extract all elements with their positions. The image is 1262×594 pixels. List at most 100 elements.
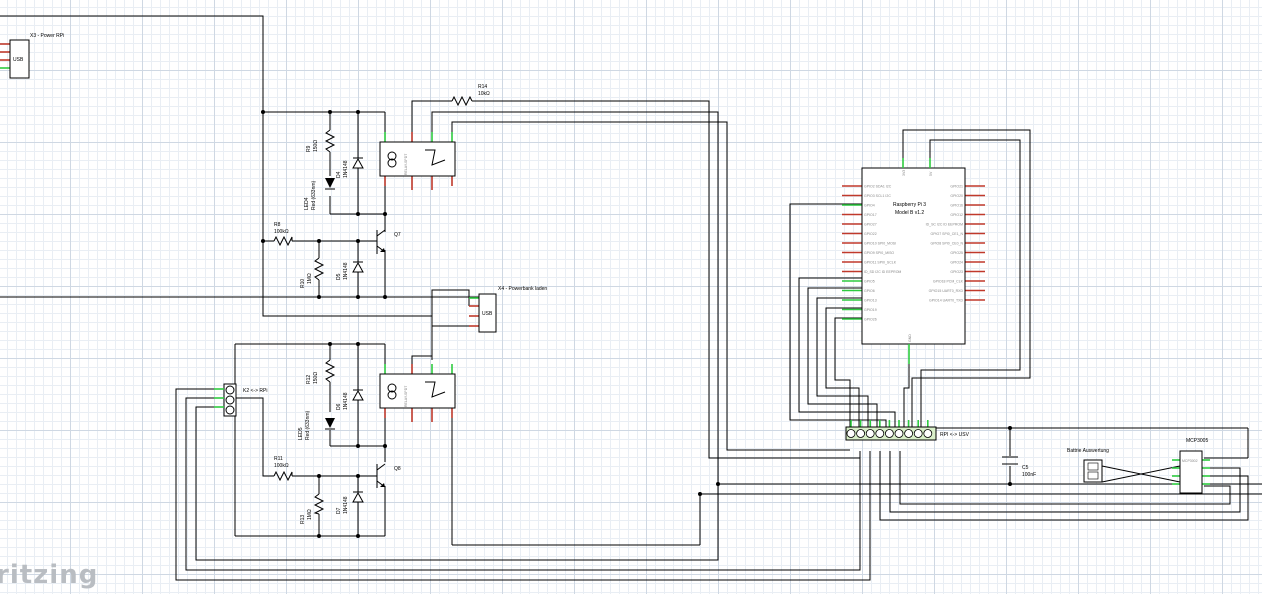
k2-connector[interactable]: K2 <-> RPi xyxy=(214,383,267,417)
rpi-left-pin-label: GPIO3 SCL1 I2C xyxy=(864,194,891,198)
r12-value: 150Ω xyxy=(313,372,319,384)
header-pin-hole xyxy=(885,429,894,438)
r12-name: R12 xyxy=(306,375,312,384)
relay-upper-label: RELAY-SPDT xyxy=(404,153,408,175)
rpi-left-pin-label: GPIO5 xyxy=(864,279,875,283)
rpi-left-pin-label: GPIO4 xyxy=(864,203,875,207)
r14-name: R14 xyxy=(478,84,487,90)
led4-value: Red (633nm) xyxy=(311,180,317,210)
rpi-title: Raspberry Pi 3 xyxy=(893,202,926,208)
q8-transistor[interactable]: Q8 xyxy=(372,463,401,488)
r9-value: 150Ω xyxy=(313,140,319,152)
x3-power-rpi[interactable]: USB X3 - Power RPi xyxy=(0,33,64,79)
d5-name: D5 xyxy=(336,273,342,280)
header-pin-hole xyxy=(865,429,875,438)
header-pin-hole xyxy=(894,429,904,438)
rpi-right-pin-label: GPIO8 SPI0_CE0_N xyxy=(931,241,964,245)
header-pin-hole xyxy=(923,429,933,438)
relay-lower-label: RELAY-SPDT xyxy=(404,385,408,407)
r10-resistor[interactable]: R10 1MΩ xyxy=(300,257,325,288)
header-pin-hole xyxy=(846,429,856,438)
d6-diode[interactable]: D6 1N4148 xyxy=(336,389,364,410)
battery-label: Battrie Auswertung xyxy=(1067,448,1109,454)
q7-transistor[interactable]: Q7 xyxy=(372,229,401,254)
rpi-right-pin-label: GPIO23 xyxy=(950,270,963,274)
r9-resistor[interactable]: R9 150Ω xyxy=(306,129,336,153)
rpi-right-pin-label: GPIO24 xyxy=(950,260,963,264)
r10-value: 1MΩ xyxy=(307,273,313,284)
k2-label: K2 <-> RPi xyxy=(243,388,267,394)
rpi-right-pin-label: GPIO20 xyxy=(950,194,963,198)
d6-value: 1N4148 xyxy=(343,392,349,410)
rpi-left-pin-label: GPIO6 xyxy=(864,289,875,293)
r13-value: 1MΩ xyxy=(307,509,313,520)
r13-resistor[interactable]: R13 1MΩ xyxy=(300,493,325,524)
q7-name: Q7 xyxy=(394,232,401,238)
rpi-right-pin-label: GPIO7 SPI0_CE1_N xyxy=(931,232,964,236)
d4-diode[interactable]: D4 1N4148 xyxy=(336,157,364,178)
raspberry-pi[interactable]: 3V3 5V GND Raspberry Pi 3 Model B v1.2 G… xyxy=(842,158,985,364)
x4-powerbank[interactable]: USB X4 - Powerbank laden xyxy=(469,286,547,333)
rpi-right-pin-label: GPIO21 xyxy=(950,184,963,188)
d6-name: D6 xyxy=(336,403,342,410)
led4-name: LED4 xyxy=(304,197,310,210)
rpi-left-pin-label: GPIO17 xyxy=(864,213,877,217)
rpi-left-pin-label: GPIO26 xyxy=(864,317,877,321)
d7-value: 1N4148 xyxy=(343,496,349,514)
r14-value: 10kΩ xyxy=(478,91,490,97)
led5-name: LED5 xyxy=(298,427,304,440)
rpi-usv-header[interactable]: RPI <-> USV xyxy=(845,420,970,441)
rpi-right-pin-label: GPIO12 xyxy=(950,213,963,217)
c5-name: C5 xyxy=(1022,465,1029,471)
rpi-left-pin-label: GPIO22 xyxy=(864,232,877,236)
rpi-right-pin-label: GPIO14 UART0_TXD xyxy=(929,298,963,302)
rpi-right-pin-label: GPIO25 xyxy=(950,251,963,255)
x3-label: X3 - Power RPi xyxy=(30,33,64,39)
c5-value: 100nF xyxy=(1022,472,1036,478)
rpi-left-pin-label: GPIO19 xyxy=(864,308,877,312)
mcp3005-chip[interactable]: MCP3002 MCP3005 xyxy=(1172,438,1210,494)
fritzing-watermark: ritzing xyxy=(0,560,99,590)
rpi-left-pin-label: GPIO11 SPI0_SCLK xyxy=(864,260,897,264)
relay-upper[interactable]: RELAY-SPDT xyxy=(379,132,456,190)
r8-value: 100kΩ xyxy=(274,229,289,235)
rpi-left-pin-label: ID_SD I2C ID EEPROM xyxy=(864,270,901,274)
r11-name: R11 xyxy=(274,456,283,462)
header-pin-hole xyxy=(856,429,865,438)
header-pin-hole xyxy=(904,429,913,438)
rpi-left-pin-label: GPIO27 xyxy=(864,222,877,226)
led5-value: Red (633nm) xyxy=(305,410,311,440)
r12-resistor[interactable]: R12 150Ω xyxy=(306,359,336,384)
d5-diode[interactable]: D5 1N4148 xyxy=(336,261,364,280)
led5[interactable]: LED5 Red (633nm) xyxy=(298,410,335,440)
mcp-chip-label: MCP3002 xyxy=(1182,459,1198,463)
d4-value: 1N4148 xyxy=(343,160,349,178)
header-pin-hole xyxy=(875,429,885,438)
r11-resistor[interactable]: R11 100kΩ xyxy=(273,456,293,482)
rpi-right-pin-label: GPIO18 PCM_CLK xyxy=(933,279,964,283)
x4-usb-label: USB xyxy=(482,311,493,317)
r14-resistor[interactable]: R14 10kΩ xyxy=(451,84,490,107)
rpi-model: Model B v1.2 xyxy=(895,210,924,216)
rpi-pin-gnd: GND xyxy=(908,334,912,342)
header-pin-hole xyxy=(913,429,923,438)
rpi-left-pin-label: GPIO2 SDA1 I2C xyxy=(864,184,892,188)
x3-usb-label: USB xyxy=(13,57,24,63)
r8-name: R8 xyxy=(274,222,281,228)
d5-value: 1N4148 xyxy=(343,262,349,280)
rpi-left-pin-label: GPIO13 xyxy=(864,298,877,302)
c5-capacitor[interactable]: C5 100nF xyxy=(1002,456,1036,478)
d7-diode[interactable]: D7 1N4148 xyxy=(336,491,364,514)
r8-resistor[interactable]: R8 100kΩ xyxy=(273,222,293,247)
rpi-right-pin-label: GPIO16 xyxy=(950,203,963,207)
rpi-pin-3v3: 3V3 xyxy=(902,170,906,176)
relay-lower[interactable]: RELAY-SPDT xyxy=(379,364,456,422)
rpi-right-pin-label: ID_SC I2C ID EEPROM xyxy=(926,222,963,226)
rpi-left-pin-label: GPIO10 SPI0_MOSI xyxy=(864,241,896,245)
led4[interactable]: LED4 Red (633nm) xyxy=(304,178,335,210)
battery-connector[interactable]: Battrie Auswertung xyxy=(1067,448,1109,483)
x4-label: X4 - Powerbank laden xyxy=(498,286,547,292)
rpi-pin-stubs xyxy=(842,185,985,320)
mcp-label: MCP3005 xyxy=(1186,438,1208,444)
